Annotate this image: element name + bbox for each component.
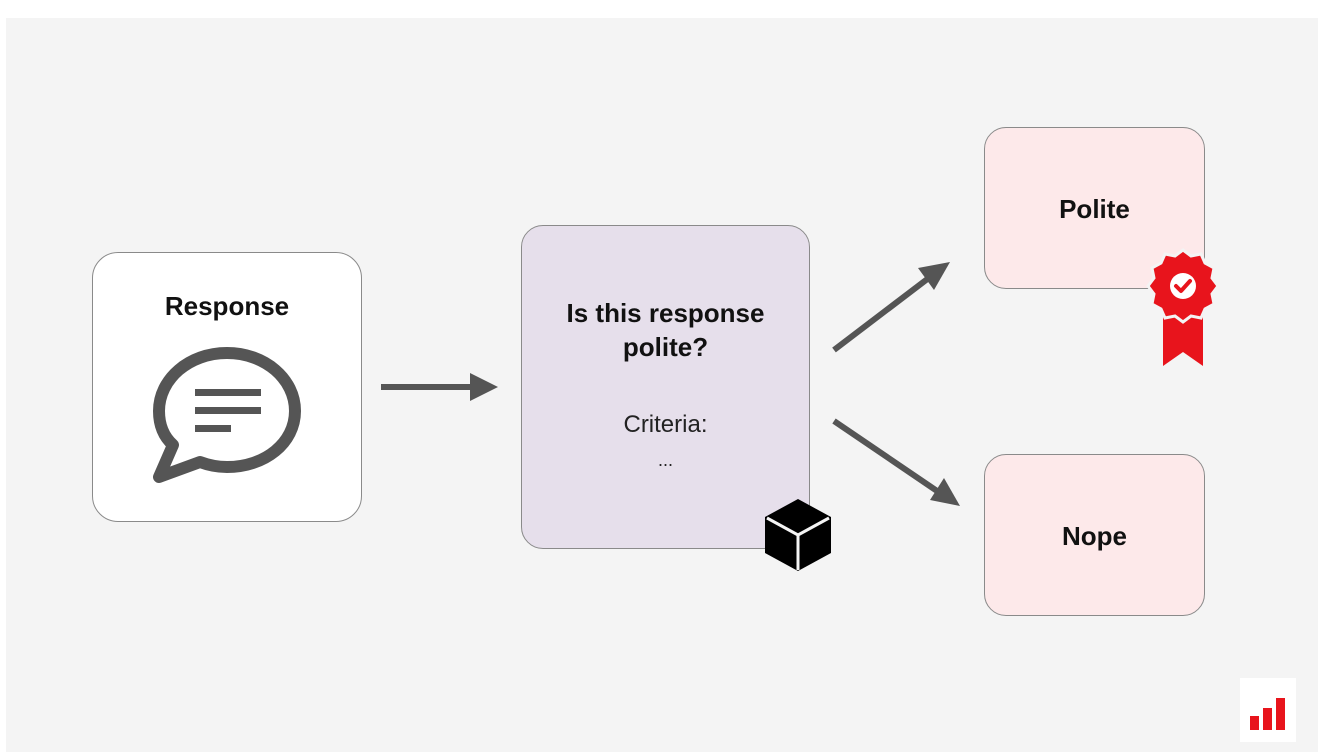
arrow-response-to-judge [381,373,498,401]
criteria-label: Criteria: [623,411,708,438]
arrow-judge-to-nope [832,418,960,506]
response-title: Response [164,291,290,321]
polite-label: Polite [1059,194,1130,224]
nope-box: Nope [984,454,1205,616]
nope-label: Nope [1062,521,1127,551]
arrow-judge-to-polite [832,262,950,353]
judge-question: Is this response polite? [566,298,765,362]
cube-icon [765,499,831,571]
criteria-placeholder: ... [657,450,673,470]
speech-bubble-icon [153,347,301,483]
response-box: Response [92,252,362,522]
bar-chart-logo-icon [1240,678,1296,742]
award-badge-check-icon [1146,248,1220,366]
judge-box: Is this response polite? Criteria: ... [521,225,810,549]
